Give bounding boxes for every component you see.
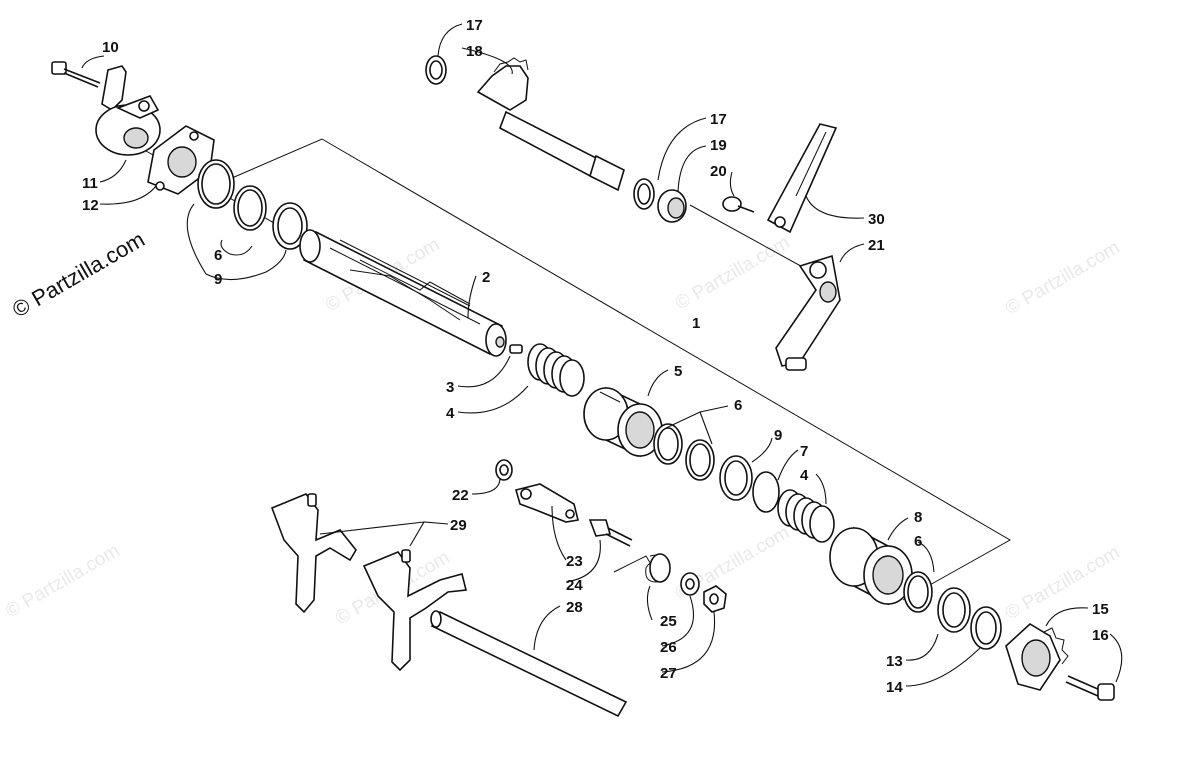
callout-15: 15 — [1092, 601, 1109, 618]
callout-26: 26 — [660, 639, 677, 656]
callout-7: 7 — [800, 443, 808, 460]
callout-19: 19 — [710, 137, 727, 154]
callout-18: 18 — [466, 43, 483, 60]
washer-part-26 — [680, 572, 700, 596]
bolt-part-24 — [588, 519, 633, 547]
callout-17: 17 — [710, 111, 727, 128]
callout-21: 21 — [868, 237, 885, 254]
shift-fork-part-29 — [270, 493, 357, 614]
callout-23: 23 — [566, 553, 583, 570]
callout-11: 11 — [82, 175, 98, 192]
o-ring-part — [197, 159, 235, 209]
callout-6: 6 — [214, 247, 222, 264]
callout-29: 29 — [450, 517, 467, 534]
callout-28: 28 — [566, 599, 583, 616]
callout-20: 20 — [710, 163, 727, 180]
bearing-part-19 — [657, 189, 687, 223]
watermark: © Partzilla.com — [2, 540, 123, 622]
callout-6: 6 — [734, 397, 742, 414]
callout-8: 8 — [914, 509, 922, 526]
callout-16: 16 — [1092, 627, 1109, 644]
washer-part-9 — [272, 202, 308, 250]
fork-shaft-part-28 — [430, 610, 628, 718]
washer-part-14 — [970, 606, 1002, 650]
circlip-part-6 — [903, 571, 933, 613]
snap-ring-part-7 — [752, 471, 780, 513]
callout-22: 22 — [452, 487, 469, 504]
callout-13: 13 — [886, 653, 903, 670]
callout-4: 4 — [446, 405, 455, 422]
callout-6: 6 — [914, 533, 922, 550]
washer-part-9 — [719, 455, 753, 501]
watermarks: © Partzilla.com © Partzilla.com © Partzi… — [2, 232, 1123, 629]
collar-part-5 — [583, 386, 663, 458]
flange-plate-part-12 — [147, 125, 215, 195]
washer-part-17 — [425, 55, 447, 85]
washer-part-22 — [495, 459, 513, 481]
callout-5: 5 — [674, 363, 682, 380]
shift-drum-part-2 — [299, 229, 523, 357]
nut-part-27 — [703, 585, 727, 613]
callout-25: 25 — [660, 613, 677, 630]
star-cam-part-15 — [1005, 623, 1069, 691]
stopper-lever-part-23 — [515, 483, 579, 523]
callout-4: 4 — [800, 467, 809, 484]
shift-arm-part-21 — [775, 254, 841, 371]
callout-2: 2 — [482, 269, 490, 286]
callout-9: 9 — [774, 427, 782, 444]
spring-part-4 — [777, 489, 835, 543]
callout-1: 1 — [692, 315, 700, 332]
assembly-bracket — [231, 138, 1012, 601]
callout-24: 24 — [566, 577, 583, 594]
circlip-part-6 — [233, 185, 267, 231]
callout-30: 30 — [868, 211, 885, 228]
axis-line — [689, 204, 809, 271]
callouts: 10 11 12 6 9 2 1 3 4 5 6 9 7 4 8 6 13 14… — [82, 17, 1109, 696]
circlip-part-6 — [685, 439, 715, 481]
callout-3: 3 — [446, 379, 454, 396]
leader-lines — [81, 23, 1123, 687]
watermark: © Partzilla.com — [672, 232, 793, 314]
plate-part-30 — [766, 123, 838, 234]
shift-shaft-part-18 — [476, 57, 625, 192]
spring-part-4 — [527, 343, 585, 397]
watermark: © Partzilla.com — [1002, 237, 1123, 319]
shift-fork-part-29 — [362, 549, 467, 672]
shift-lever-part-11 — [95, 65, 161, 156]
callout-10: 10 — [102, 39, 119, 56]
washer-part-13 — [937, 587, 971, 633]
spring-part-25 — [613, 553, 671, 583]
screw-part-20 — [722, 196, 755, 213]
callout-9: 9 — [214, 271, 222, 288]
callout-27: 27 — [660, 665, 677, 682]
bolt-part-16 — [1065, 675, 1115, 701]
callout-14: 14 — [886, 679, 903, 696]
callout-17: 17 — [466, 17, 483, 34]
circlip-part-6 — [653, 423, 683, 465]
callout-12: 12 — [82, 197, 99, 214]
collar-part-8 — [829, 526, 913, 606]
bolt-part-10 — [51, 61, 101, 88]
washer-part-17 — [633, 178, 655, 210]
copyright-notice: © Partzilla.com — [8, 227, 149, 323]
